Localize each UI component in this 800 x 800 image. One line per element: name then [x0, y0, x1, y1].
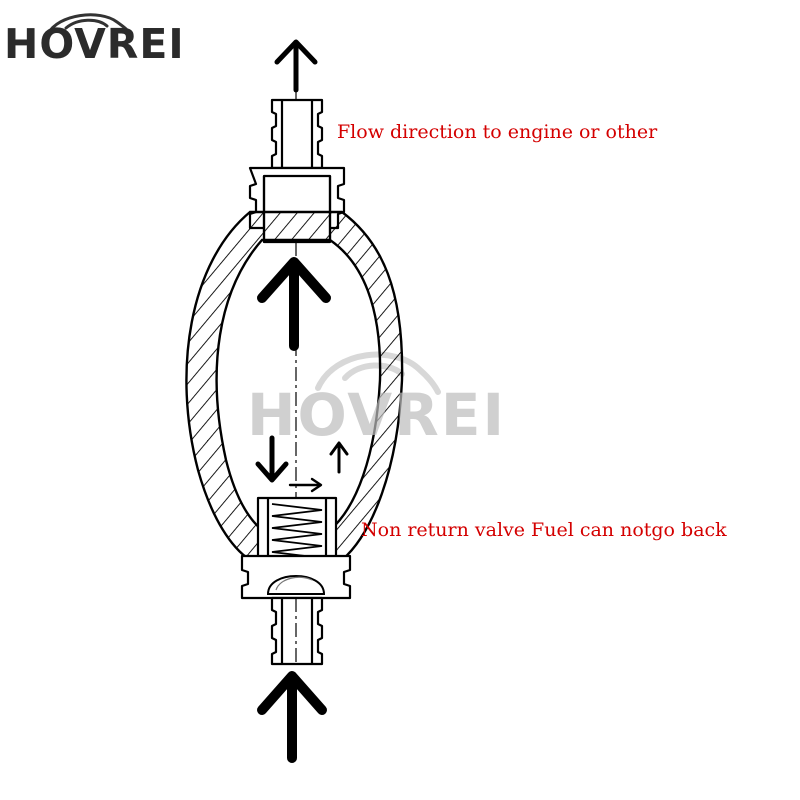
flow-direction-label: Flow direction to engine or other — [337, 121, 658, 143]
brand-logo-text: HOVREI — [4, 20, 185, 68]
watermark-text: HOVREI — [247, 381, 507, 449]
inlet-arrow-icon — [257, 671, 327, 763]
logo-car-icon — [46, 13, 132, 36]
valve-down-arrow-icon — [255, 435, 289, 483]
valve-spring — [271, 503, 323, 565]
outlet-barb — [270, 98, 324, 170]
main-flow-arrow-icon — [257, 257, 331, 351]
inlet-barb — [270, 596, 324, 666]
valve-ball — [266, 575, 326, 595]
valve-right-arrow-icon — [288, 477, 323, 493]
non-return-valve-label: Non return valve Fuel can notgo back — [361, 519, 727, 541]
outlet-arrow-icon — [274, 39, 318, 93]
valve-up-arrow-icon — [329, 441, 349, 474]
